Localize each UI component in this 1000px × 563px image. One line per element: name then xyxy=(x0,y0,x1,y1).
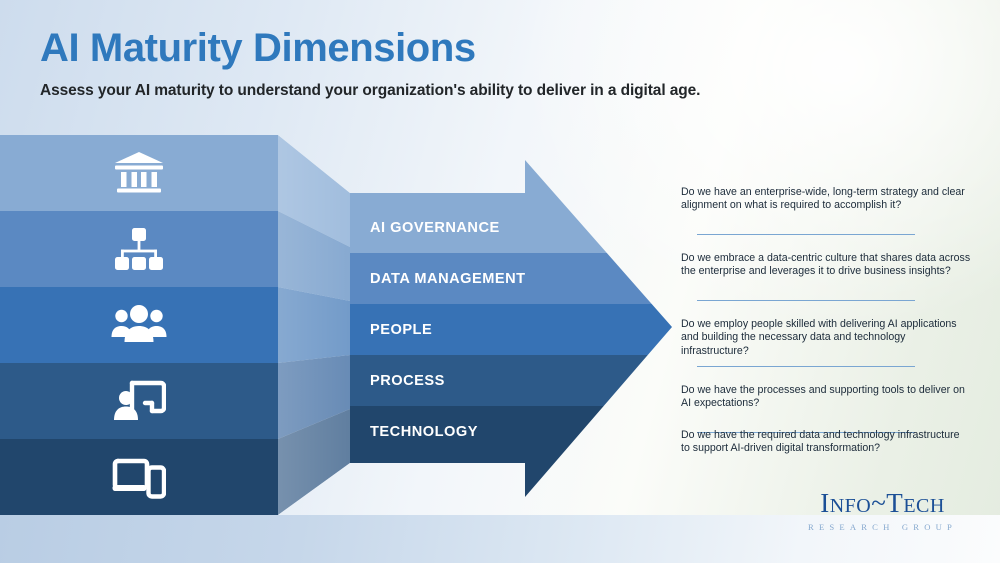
question-text: Do we have the processes and supporting … xyxy=(681,384,965,410)
question-divider xyxy=(697,234,915,235)
bottom-gradient-band xyxy=(0,515,1000,563)
sitemap-icon xyxy=(114,227,164,271)
icon-band-process xyxy=(0,363,278,439)
question-text: Do we have the required data and technol… xyxy=(681,429,960,455)
question-item-technology: Do we have the required data and technol… xyxy=(681,429,971,456)
question-text: Do we employ people skilled with deliver… xyxy=(681,318,957,357)
icon-band-technology xyxy=(0,439,278,515)
logo-name-part-4: ECH xyxy=(903,495,945,517)
question-item-ai-governance: Do we have an enterprise-wide, long-term… xyxy=(681,186,971,235)
question-item-process: Do we have the processes and supporting … xyxy=(681,384,971,433)
people-group-icon xyxy=(111,304,167,346)
laptop-mobile-icon xyxy=(112,455,166,499)
icon-panel xyxy=(0,135,278,515)
info-tech-logo: INFO~TECH RESEARCH GROUP xyxy=(795,490,970,533)
logo-name-part-3: ~T xyxy=(871,488,904,518)
question-divider xyxy=(697,300,915,301)
question-text: Do we embrace a data-centric culture tha… xyxy=(681,252,971,278)
logo-name-part-2: NFO xyxy=(829,495,872,517)
logo-tagline: RESEARCH GROUP xyxy=(808,522,957,532)
person-presentation-icon xyxy=(112,379,166,423)
logo-name-part-1: I xyxy=(820,488,830,518)
icon-band-data-management xyxy=(0,211,278,287)
question-text: Do we have an enterprise-wide, long-term… xyxy=(681,186,965,212)
bank-icon xyxy=(113,150,165,196)
arrow-label-people: PEOPLE xyxy=(370,322,433,338)
arrow-label-technology: TECHNOLOGY xyxy=(370,424,478,440)
arrow-label-ai-governance: AI GOVERNANCE xyxy=(370,220,500,236)
arrow-label-data-management: DATA MANAGEMENT xyxy=(370,271,526,287)
page-title: AI Maturity Dimensions xyxy=(40,26,476,70)
question-item-data-management: Do we embrace a data-centric culture tha… xyxy=(681,252,971,301)
question-divider xyxy=(697,366,915,367)
icon-band-ai-governance xyxy=(0,135,278,211)
logo-wordmark: INFO~TECH xyxy=(795,490,970,517)
header: AI Maturity Dimensions Assess your AI ma… xyxy=(40,28,940,100)
question-divider xyxy=(697,432,915,433)
page-subtitle: Assess your AI maturity to understand yo… xyxy=(40,82,701,99)
question-item-people: Do we employ people skilled with deliver… xyxy=(681,318,971,367)
icon-band-people xyxy=(0,287,278,363)
arrow-labels: AI GOVERNANCE DATA MANAGEMENT PEOPLE PRO… xyxy=(370,135,600,515)
arrow-label-process: PROCESS xyxy=(370,373,445,389)
transition-trapezoid xyxy=(278,135,350,515)
